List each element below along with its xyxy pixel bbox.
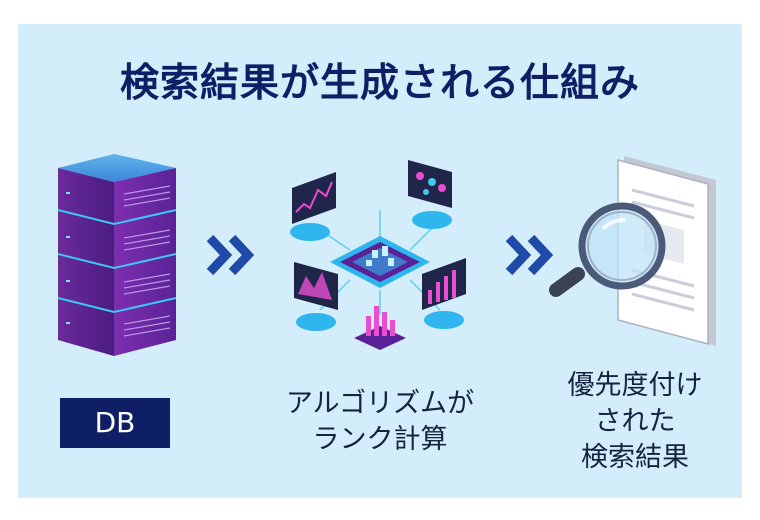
db-label: DB [60, 398, 170, 448]
result-caption-line: 検索結果 [581, 442, 689, 473]
algorithm-caption-line: ランク計算 [312, 424, 448, 455]
server-rack-icon [57, 154, 177, 356]
result-caption-line: された [594, 406, 676, 437]
algorithm-caption-line: アルゴリズムが [285, 388, 475, 419]
magnifier-document-icon [549, 156, 716, 346]
double-chevron-right-icon [206, 234, 255, 276]
double-chevron-right-icon [505, 234, 554, 276]
result-caption-line: 優先度付け [567, 370, 703, 401]
algorithm-caption: アルゴリズムが ランク計算 [250, 386, 510, 458]
diagram-title: 検索結果が生成される仕組み [119, 61, 640, 106]
algorithm-network-icon [290, 160, 466, 350]
result-caption: 優先度付け された 検索結果 [540, 368, 730, 476]
